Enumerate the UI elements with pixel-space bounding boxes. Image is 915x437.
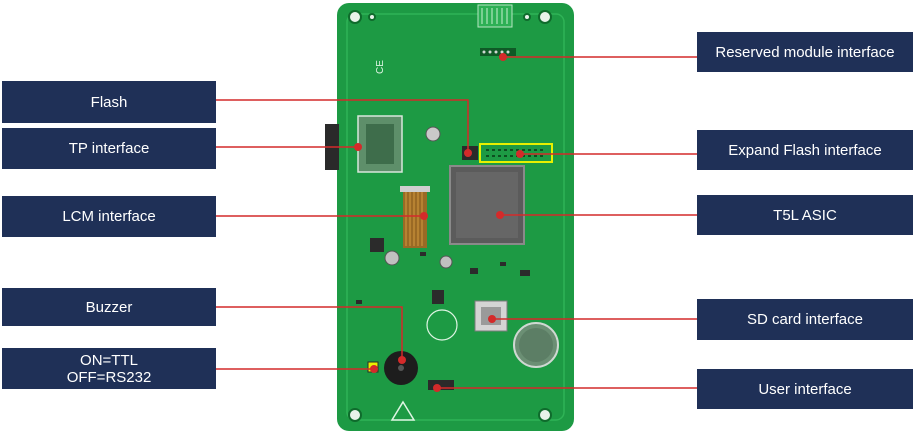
on-ttl-text: ON=TTL [80,351,138,369]
sd-card-slot [474,300,508,332]
t5l-asic-label: T5L ASIC [697,195,913,235]
ce-mark: CE [375,60,386,74]
lcm-interface-label: LCM interface [2,196,216,237]
sd-card-label-text: SD card interface [747,311,863,328]
buzzer-label: Buzzer [2,288,216,326]
flash-label-text: Flash [90,93,128,111]
buzzer-component [384,351,418,385]
lcm-interface-label-text: LCM interface [62,208,156,225]
user-interface-label-text: User interface [758,380,852,398]
expand-flash-highlight [479,143,553,163]
sd-card-label: SD card interface [697,299,913,340]
user-interface-label: User interface [697,369,913,409]
tp-connector [325,115,403,173]
reserved-module-area [477,4,516,56]
expand-flash-label: Expand Flash interface [697,130,913,170]
small-components [356,238,530,304]
connector-dots [354,53,524,392]
mounting-holes [348,10,552,422]
reserved-module-label-text: Reserved module interface [715,43,895,61]
reserved-module-label: Reserved module interface [697,32,913,72]
tp-interface-label: TP interface [2,128,216,169]
t5l-asic-label-text: T5L ASIC [773,206,837,224]
ttl-rs232-label: ON=TTL OFF=RS232 [2,348,216,389]
user-connector [428,380,454,390]
expand-flash-label-text: Expand Flash interface [728,141,882,159]
connector-lines [216,56,697,389]
off-rs232-text: OFF=RS232 [66,368,152,386]
tp-interface-label-text: TP interface [68,140,150,157]
buzzer-label-text: Buzzer [85,298,133,316]
warning-triangle [390,400,416,421]
flash-label: Flash [2,81,216,123]
